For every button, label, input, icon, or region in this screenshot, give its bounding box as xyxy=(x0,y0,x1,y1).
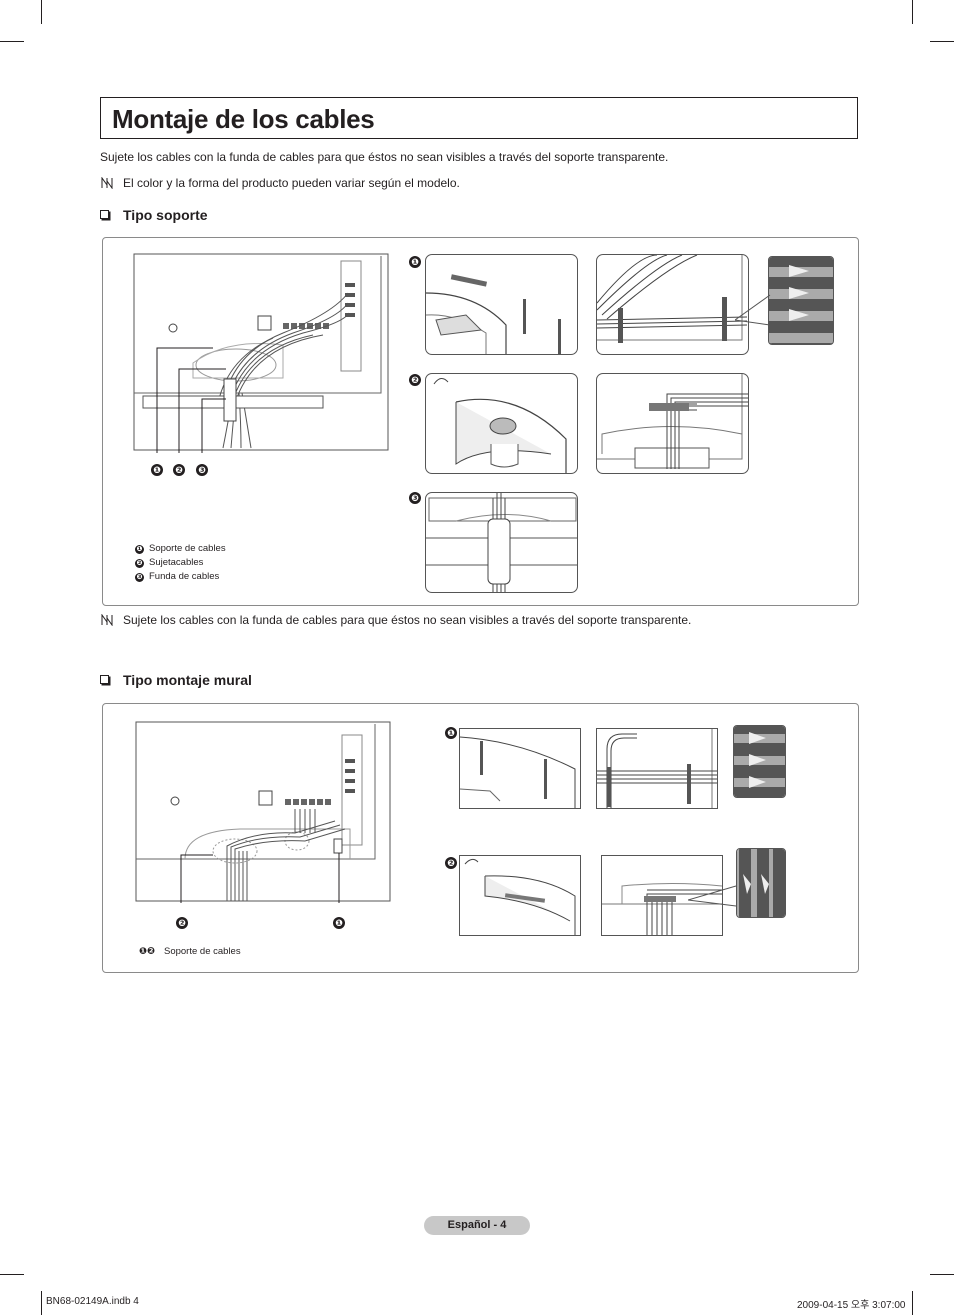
step-marker: ❸ xyxy=(409,492,421,504)
note-text: El color y la forma del producto pueden … xyxy=(123,176,460,190)
legend-label: Soporte de cables xyxy=(149,543,226,554)
step-illustration xyxy=(459,855,581,936)
step-illustration xyxy=(425,373,578,474)
step-marker: ❶ xyxy=(409,256,421,268)
step-illustration xyxy=(596,373,749,474)
step-illustration xyxy=(596,728,718,809)
section-bullet-icon xyxy=(100,210,109,219)
note-icon xyxy=(101,614,113,626)
legend-marker: ❸ xyxy=(135,573,144,582)
tv-back-stand-illustration xyxy=(133,253,389,453)
step-marker: ❷ xyxy=(445,857,457,869)
step-illustration xyxy=(425,492,578,593)
zoom-detail-illustration xyxy=(736,848,786,918)
step-illustration xyxy=(425,254,578,355)
zoom-leader-lines xyxy=(688,885,737,907)
callout-marker: ❸ xyxy=(196,464,208,476)
crop-mark xyxy=(912,0,913,24)
legend-marker: ❷ xyxy=(135,559,144,568)
section-heading-stand: Tipo soporte xyxy=(123,207,208,223)
callout-marker: ❶ xyxy=(333,917,345,929)
callout-marker: ❶ xyxy=(151,464,163,476)
stand-diagram-panel xyxy=(102,237,859,606)
crop-mark xyxy=(912,1291,913,1315)
callout-marker: ❷ xyxy=(176,917,188,929)
legend-marker: ❶❷ xyxy=(139,946,156,957)
step-illustration xyxy=(459,728,581,809)
page-title: Montaje de los cables xyxy=(112,104,375,134)
callout-marker: ❷ xyxy=(173,464,185,476)
print-slug-date: 2009-04-15 오후 3:07:00 xyxy=(797,1300,906,1311)
legend-label: Sujetacables xyxy=(149,557,204,568)
crop-mark xyxy=(930,1274,954,1275)
print-slug-file: BN68-02149A.indb 4 xyxy=(46,1296,139,1307)
page-number: Español - 4 xyxy=(447,1219,507,1231)
step-marker: ❶ xyxy=(445,727,457,739)
crop-mark xyxy=(41,0,42,24)
zoom-detail-illustration xyxy=(733,725,786,798)
legend-label: Soporte de cables xyxy=(164,946,241,957)
step-illustration xyxy=(601,855,723,936)
note-icon xyxy=(101,177,113,189)
crop-mark xyxy=(41,1291,42,1315)
page-title-box: Montaje de los cables xyxy=(100,97,858,139)
page-number-pill: Español - 4 xyxy=(424,1216,530,1235)
legend-label: Funda de cables xyxy=(149,571,220,582)
section-heading-wall: Tipo montaje mural xyxy=(123,672,252,688)
zoom-detail-illustration xyxy=(768,256,834,345)
note-text: Sujete los cables con la funda de cables… xyxy=(123,613,692,627)
crop-mark xyxy=(0,1274,24,1275)
legend-marker: ❶ xyxy=(135,545,144,554)
tv-back-wall-illustration xyxy=(135,721,391,903)
intro-text: Sujete los cables con la funda de cables… xyxy=(100,150,669,164)
step-marker: ❷ xyxy=(409,374,421,386)
step-illustration xyxy=(596,254,749,355)
section-bullet-icon xyxy=(100,675,109,684)
wall-diagram-panel xyxy=(102,703,859,973)
crop-mark xyxy=(930,41,954,42)
crop-mark xyxy=(0,41,24,42)
zoom-leader-lines xyxy=(735,294,771,326)
